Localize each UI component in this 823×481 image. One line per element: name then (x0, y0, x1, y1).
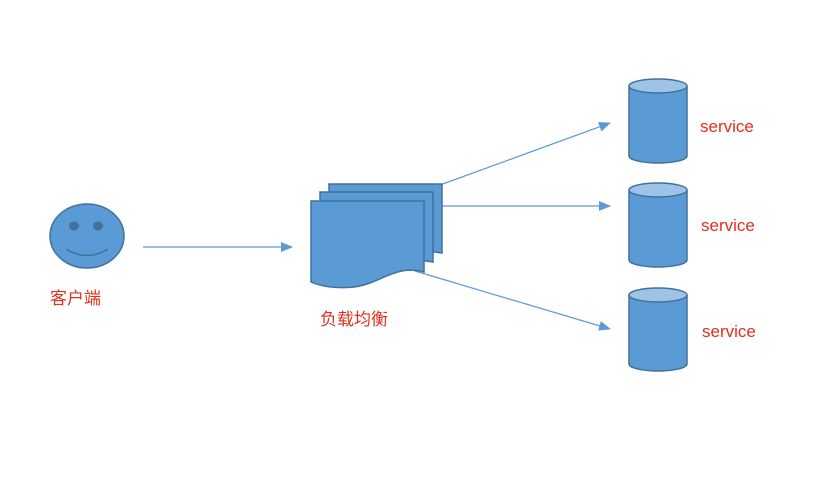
service-label: service (700, 117, 754, 136)
client-label: 客户端 (50, 289, 101, 308)
edge-load-balancer-to-service-1 (439, 122, 611, 186)
load-balancer-label: 负载均衡 (320, 310, 388, 329)
cylinder-database-icon[interactable] (628, 78, 688, 164)
service-label: service (701, 216, 755, 235)
cylinder-database-icon[interactable] (628, 287, 688, 372)
service-label: service (702, 322, 756, 341)
multi-document-icon[interactable] (310, 183, 443, 289)
cylinder-database-icon[interactable] (628, 182, 688, 268)
smiley-face-icon[interactable] (49, 203, 125, 269)
edge-load-balancer-to-service-3 (414, 270, 611, 331)
